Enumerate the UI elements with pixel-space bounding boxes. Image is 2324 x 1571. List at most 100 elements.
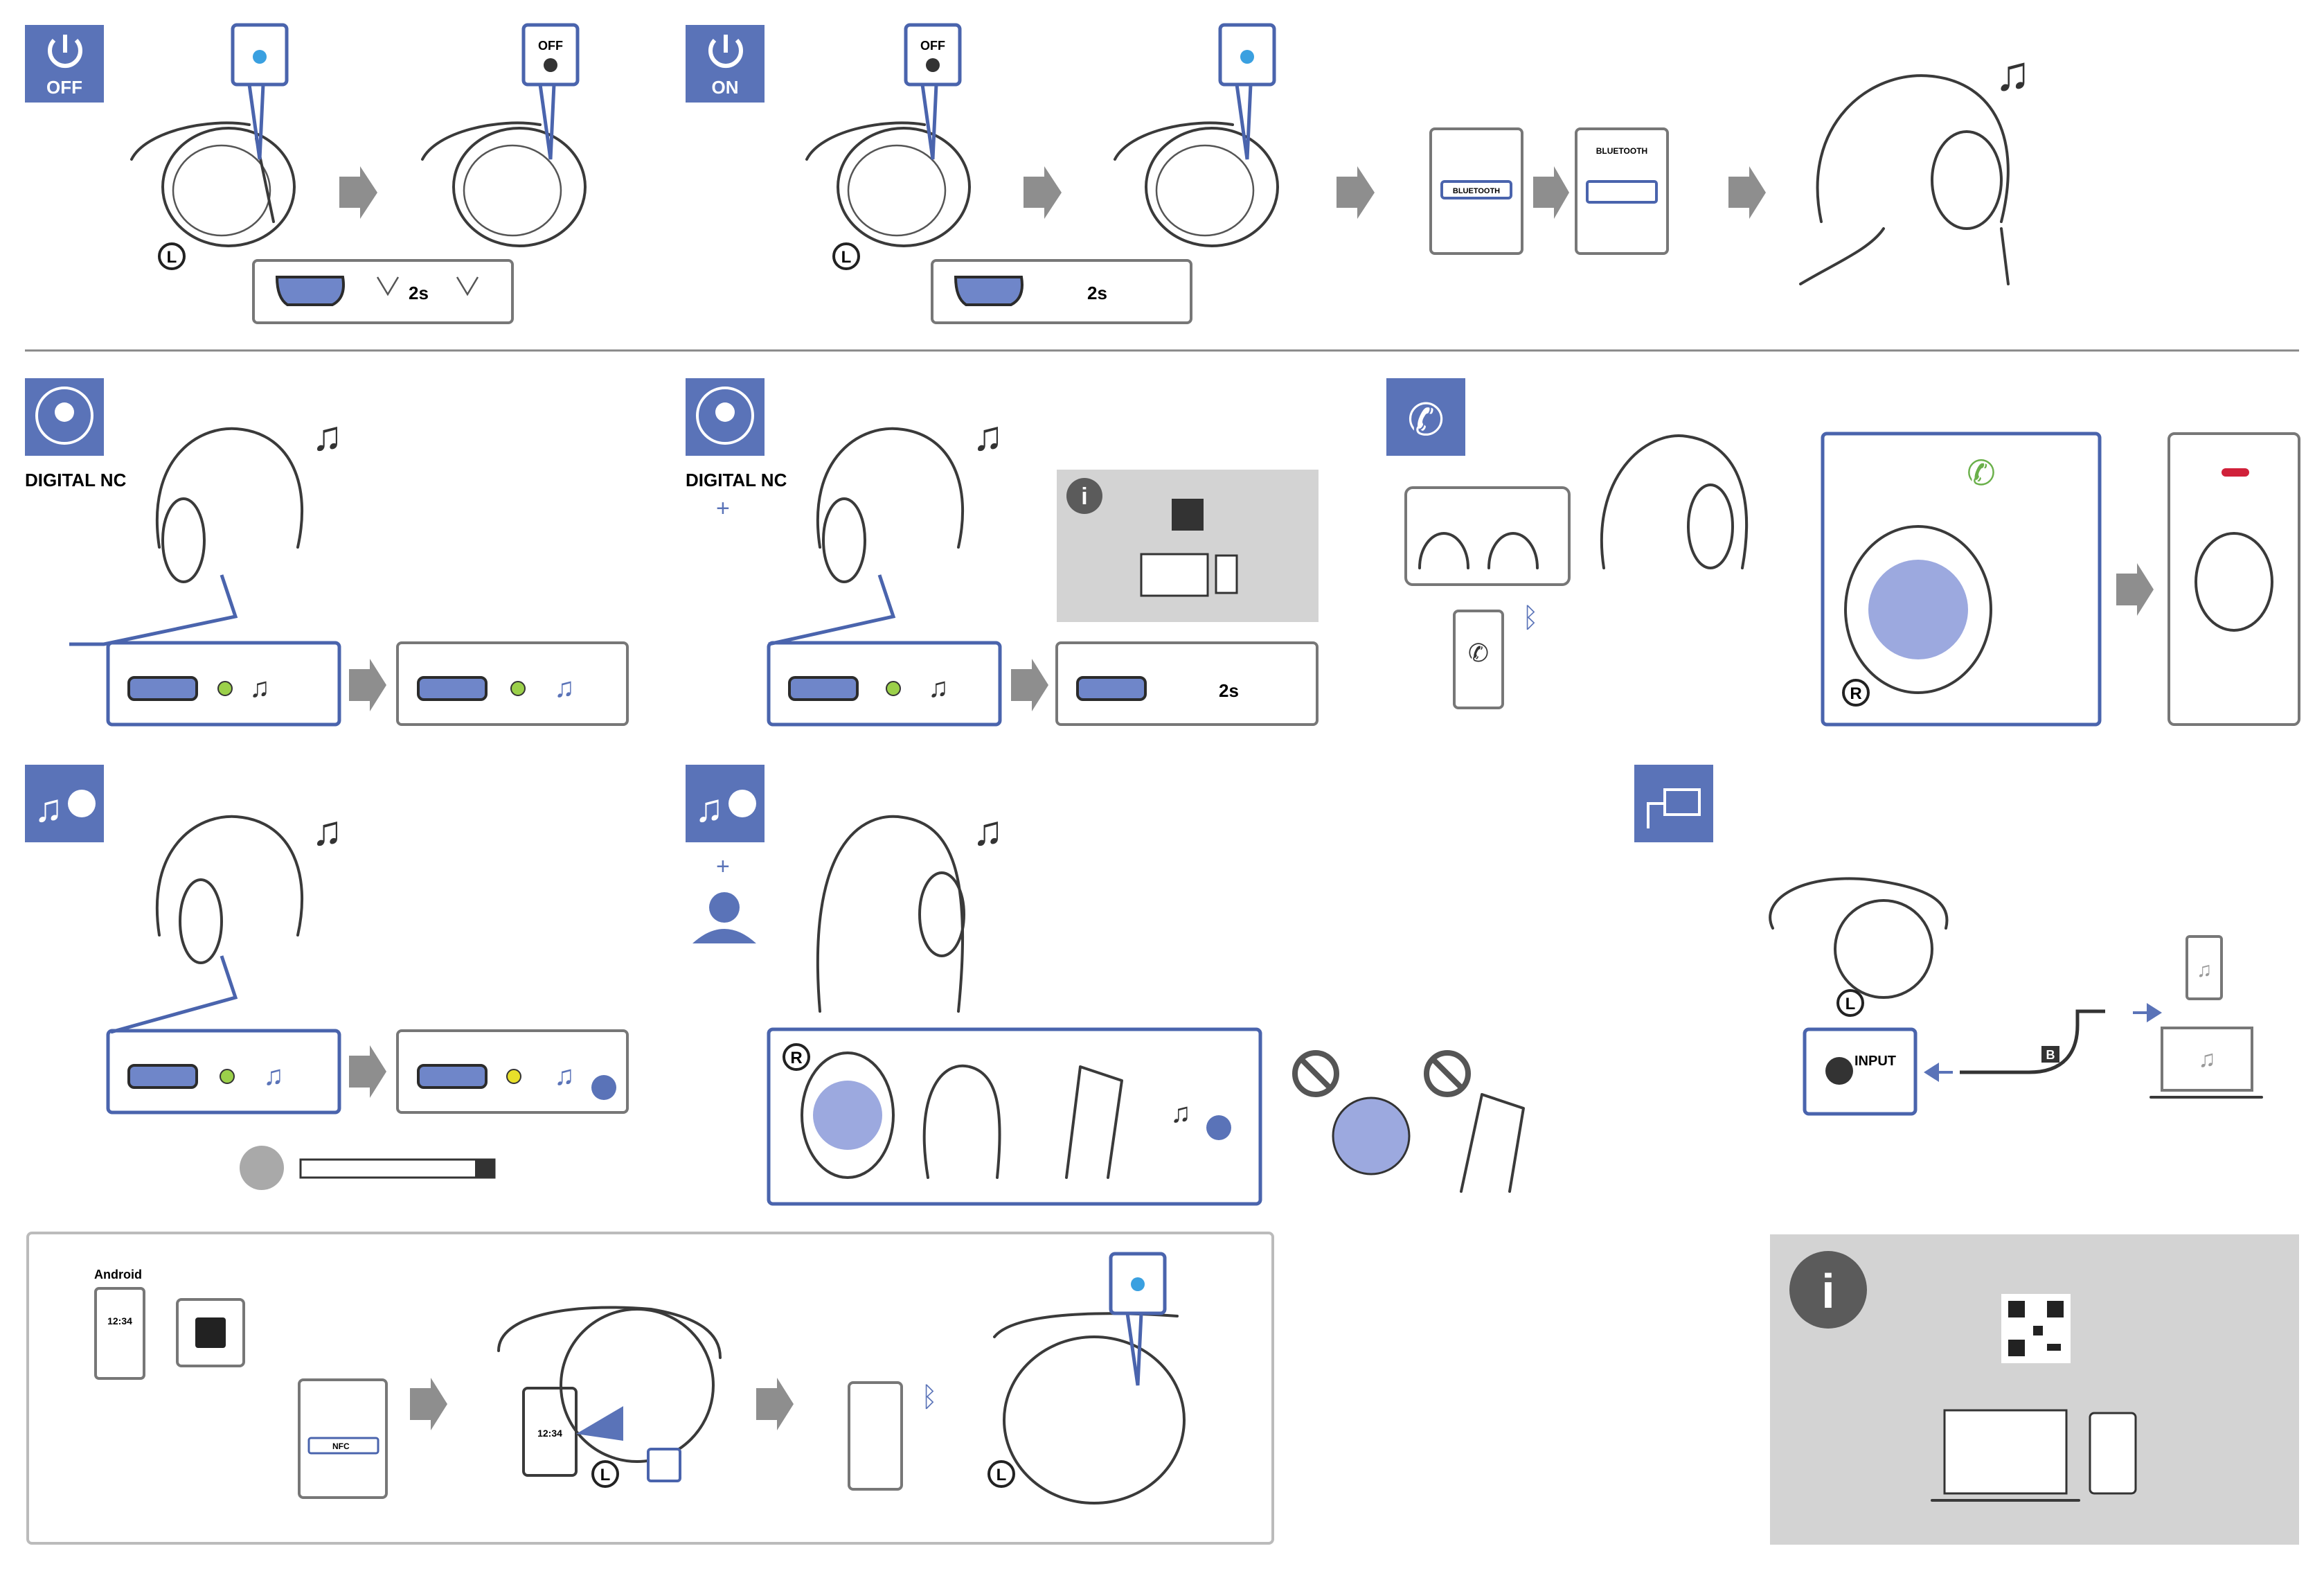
laptop-icon <box>1945 1410 2066 1493</box>
led-callout-off-2: OFF <box>906 25 960 159</box>
off-led-icon <box>544 58 557 72</box>
music-note-icon: ♫ <box>2198 1046 2216 1072</box>
power-off-label: OFF <box>46 77 82 98</box>
person-listening-music: ♫ <box>1800 46 2031 284</box>
led-callout-blink-2 <box>1220 25 1274 159</box>
right-ear-label: R <box>1850 684 1861 703</box>
insert-arrow <box>1924 1063 1953 1082</box>
ambient-panel-on: ♫ <box>108 1031 339 1112</box>
headphone-ear-cup-4 <box>1115 123 1278 246</box>
phone-icon <box>2090 1413 2136 1493</box>
search-input[interactable] <box>301 1160 494 1178</box>
plus-label: + <box>716 495 730 522</box>
info-glyph: i <box>1821 1264 1834 1318</box>
music-note-icon: ♫ <box>554 1060 575 1091</box>
release-finger-icon <box>457 277 478 294</box>
nfc-settings-phone: NFC <box>299 1380 386 1498</box>
power-button-hold-panel-2: 2s <box>932 260 1191 323</box>
hand-covering-icon <box>924 1066 1000 1178</box>
wrong-usage-illustrations <box>1295 1053 1523 1191</box>
led-callout-blink <box>233 25 287 159</box>
music-note-icon: ♫ <box>1994 46 2031 100</box>
power-button-hold-panel: 2s <box>253 260 512 323</box>
nfc-icon <box>648 1449 680 1481</box>
step-arrow <box>1337 166 1375 219</box>
device-list-item <box>1587 181 1656 202</box>
support-info-box: i <box>1770 1234 2299 1545</box>
green-led-icon <box>511 682 525 695</box>
cable-label: B <box>2046 1048 2055 1062</box>
nc-mode-badge <box>25 378 104 456</box>
nfc-section-frame <box>28 1233 1273 1543</box>
touch-sensor-area <box>813 1081 882 1150</box>
headphone-ear-cup-nfc: L <box>989 1313 1184 1503</box>
nc-panel-result: ♫ <box>397 643 627 725</box>
step-arrow <box>339 166 377 219</box>
input-jack-callout: INPUT <box>1805 1029 1915 1114</box>
phone-clock: 12:34 <box>107 1315 132 1326</box>
search-icon[interactable] <box>475 1160 494 1178</box>
person-head-2: ♫ <box>769 413 1003 644</box>
phone-clock: 12:34 <box>537 1428 562 1439</box>
music-note-icon: ♫ <box>1170 1098 1191 1128</box>
left-ear-label: L <box>996 1466 1007 1484</box>
step-arrow <box>1533 166 1569 219</box>
answer-call-icon: ✆ <box>1967 454 1996 492</box>
power-button-icon <box>277 277 343 305</box>
bt-toggle-label: BLUETOOTH <box>1453 187 1500 195</box>
ambient-panel-result: ♫ <box>397 1031 627 1112</box>
off-led-icon <box>926 58 940 72</box>
music-note-icon: ♫ <box>34 786 63 830</box>
led-off-label: OFF <box>538 39 563 53</box>
blue-led-icon <box>1240 50 1254 64</box>
nc-hold-panel: 2s <box>1057 643 1317 725</box>
nc-button-icon <box>1078 677 1145 700</box>
app-search-bar[interactable] <box>240 1146 494 1190</box>
end-call-panel <box>2169 434 2299 725</box>
info-glyph: i <box>1081 483 1087 510</box>
bluetooth-icon: ᛒ <box>1522 603 1539 633</box>
headphone-ear-cup-3 <box>807 123 969 246</box>
hand-on-cup-icon <box>1066 1067 1122 1178</box>
green-led-icon <box>218 682 232 695</box>
android-label: Android <box>94 1268 142 1281</box>
headphone-ear-cup-2 <box>422 123 585 246</box>
hold-2s-label: 2s <box>1087 283 1107 303</box>
music-note-icon: ♫ <box>2197 959 2213 982</box>
nc-button-icon <box>129 1065 197 1088</box>
phone-bluetooth-settings: BLUETOOTH <box>1431 129 1522 254</box>
voice-icon <box>1206 1115 1231 1140</box>
touch-sensor-area <box>1868 560 1968 659</box>
headphone-ear-cup-1 <box>132 123 294 246</box>
insert-arrow <box>2133 1003 2162 1022</box>
left-ear-label: L <box>600 1466 611 1484</box>
music-note-icon: ♫ <box>312 808 343 854</box>
left-ear-label: L <box>1845 995 1856 1013</box>
person-headset-icon <box>692 892 756 943</box>
person-head-call <box>1602 436 1746 568</box>
input-jack-icon <box>1825 1057 1853 1085</box>
noise-icon: ♫ <box>249 673 270 703</box>
ear-cups-illustration <box>1406 488 1569 585</box>
step-arrow <box>410 1378 447 1430</box>
press-finger-icon <box>377 277 398 294</box>
nc-optimizer-badge <box>686 378 765 456</box>
nc-button-icon <box>418 677 486 700</box>
nc-panel-on: ♫ <box>108 643 339 725</box>
blue-led-icon <box>1131 1277 1145 1291</box>
headphones-app-icon <box>240 1146 284 1190</box>
nc-optimizer-panel: ♫ <box>769 643 1000 725</box>
quick-attention-panel: R ♫ <box>769 1029 1260 1204</box>
call-badge: ✆ <box>1386 378 1465 456</box>
step-arrow <box>349 1045 386 1098</box>
nc-button-icon <box>418 1065 486 1088</box>
blue-led-icon <box>253 50 267 64</box>
left-ear-label: L <box>167 248 177 267</box>
input-label: INPUT <box>1854 1054 1896 1069</box>
power-on-label: ON <box>712 77 739 98</box>
connected-phone: ᛒ <box>849 1382 938 1489</box>
folded-headphones: L <box>1770 878 1947 1015</box>
nfc-toggle-label: NFC <box>332 1441 350 1451</box>
power-button-icon <box>956 277 1022 305</box>
nc-button-icon <box>789 677 857 700</box>
